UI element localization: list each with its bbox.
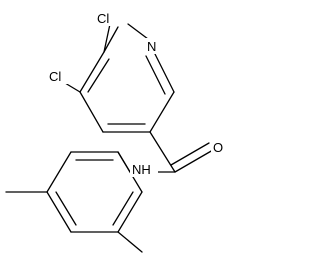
bond-c5-c6 <box>79 51 105 93</box>
bond-carbonyl-o-second <box>170 142 210 166</box>
bond-ar-c3-c4-inner <box>55 191 77 226</box>
bond-c5-c6-inner <box>87 58 110 93</box>
bond-c6-cl <box>103 23 111 53</box>
atom-label-n-ring: N <box>147 39 156 54</box>
bond-c2-c3 <box>149 91 175 133</box>
atom-label-cl-top: Cl <box>97 11 109 26</box>
bond-c6-n1 <box>127 23 149 40</box>
bond-carbonyl-o <box>174 149 214 173</box>
bond-n1-c2 <box>153 51 175 93</box>
atom-o-carbonyl: O <box>211 139 225 155</box>
bond-n1-c2-inner <box>145 55 166 95</box>
bond-c4-c5 <box>79 91 104 133</box>
atom-n-ring: N <box>145 38 159 54</box>
pyridine-ring <box>79 23 175 133</box>
atom-cl-left: Cl <box>47 68 71 84</box>
atom-label-o-carbonyl: O <box>213 140 223 155</box>
atom-label-nh-amide: NH <box>132 162 151 177</box>
bond-methyl-ortho <box>117 231 143 253</box>
bond-ar-c2-c3 <box>46 151 72 193</box>
atom-label-cl-left: Cl <box>49 69 61 84</box>
bond-ar-c5-c6 <box>117 191 143 233</box>
molecule-structure-diagram: Cl Cl N O NH <box>5 10 225 253</box>
bond-ar-c5-c6-inner <box>112 191 134 226</box>
bond-c6-top <box>103 26 119 53</box>
bond-ar-c3-c4 <box>46 191 72 233</box>
atom-nh-amide: NH <box>130 161 158 177</box>
dimethylphenyl-ring <box>46 151 143 233</box>
atom-cl-top: Cl <box>95 10 119 26</box>
